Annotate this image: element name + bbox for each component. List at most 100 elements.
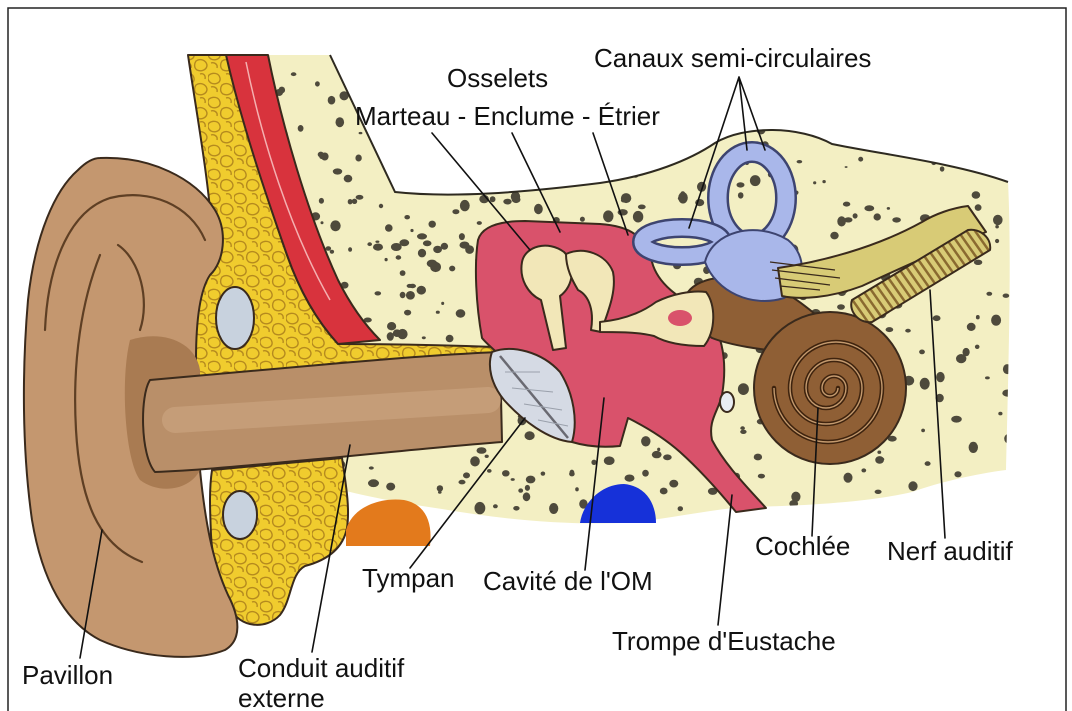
- label-semicircular-canals: Canaux semi-circulaires: [594, 43, 871, 73]
- bone-pore: [518, 488, 523, 492]
- bone-pore: [975, 345, 980, 349]
- bone-pore: [525, 485, 530, 491]
- bone-pore: [460, 200, 470, 211]
- bone-pore: [937, 152, 943, 159]
- bone-pore: [930, 96, 940, 105]
- bone-pore: [738, 383, 749, 395]
- bone-pore: [319, 198, 324, 204]
- bone-pore: [368, 479, 379, 487]
- bone-pore: [525, 431, 535, 440]
- bone-pore: [463, 472, 470, 478]
- bone-pore: [1004, 434, 1013, 444]
- bone-pore: [972, 191, 981, 199]
- bone-pore: [856, 92, 862, 97]
- bone-pore: [877, 451, 881, 454]
- bone-pore: [660, 488, 668, 495]
- bone-pore: [909, 64, 915, 70]
- upper-cartilage-oval: [216, 287, 254, 349]
- bone-pore: [520, 53, 527, 59]
- bone-pore: [457, 519, 460, 522]
- bone-pore: [930, 84, 938, 93]
- bone-pore: [933, 315, 941, 321]
- bone-pore: [711, 79, 714, 82]
- bone-pore: [621, 193, 631, 203]
- bone-pore: [526, 476, 536, 484]
- bone-pore: [1003, 364, 1011, 374]
- bone-pore: [969, 442, 978, 453]
- bone-pore: [892, 217, 901, 222]
- bone-pore: [318, 152, 324, 158]
- bone-pore: [920, 378, 930, 390]
- bone-pore: [441, 302, 444, 305]
- bone-pore: [582, 55, 586, 59]
- bone-pore: [792, 111, 797, 115]
- bone-pore: [968, 492, 978, 502]
- bone-pore: [344, 175, 353, 183]
- bone-pore: [502, 470, 510, 476]
- bone-pore: [699, 121, 703, 124]
- bone-pore: [348, 199, 353, 204]
- bone-pore: [397, 329, 407, 339]
- label-middle-ear-cavity: Cavité de l'OM: [483, 566, 653, 596]
- bone-pore: [966, 106, 974, 111]
- bone-pore: [986, 292, 992, 296]
- bone-pore: [391, 243, 402, 251]
- bone-pore: [740, 426, 745, 430]
- bone-pore: [470, 456, 480, 466]
- bone-pore: [1006, 518, 1012, 524]
- bone-pore: [993, 215, 1003, 225]
- bone-pore: [988, 75, 995, 82]
- bone-pore: [417, 286, 426, 295]
- bone-pore: [874, 213, 881, 220]
- bone-pore: [400, 270, 406, 276]
- bone-pore: [925, 461, 931, 466]
- bone-pore: [603, 210, 613, 222]
- bone-pore: [846, 83, 855, 89]
- bone-pore: [864, 205, 874, 211]
- bone-pore: [422, 336, 426, 339]
- bone-pore: [348, 247, 352, 252]
- bone-pore: [511, 478, 515, 481]
- bone-pore: [373, 244, 383, 251]
- bone-pore: [995, 225, 999, 228]
- bone-pore: [404, 215, 410, 219]
- bone-pore: [433, 246, 442, 253]
- bone-pore: [464, 151, 470, 156]
- bone-pore: [359, 132, 363, 134]
- bone-pore: [472, 137, 476, 140]
- bone-pore: [387, 332, 394, 341]
- bone-pore: [873, 79, 876, 83]
- label-eustachian-tube: Trompe d'Eustache: [612, 626, 836, 656]
- bone-pore: [919, 350, 925, 355]
- bone-pore: [659, 155, 662, 158]
- bone-pore: [575, 487, 579, 491]
- bone-pore: [452, 209, 459, 214]
- bone-pore: [630, 174, 634, 176]
- bone-pore: [612, 168, 619, 175]
- bone-pore: [484, 185, 491, 191]
- bone-pore: [485, 455, 489, 458]
- bone-pore: [721, 111, 724, 113]
- bone-pore: [676, 152, 683, 159]
- bone-pore: [678, 89, 689, 101]
- bone-pore: [382, 67, 387, 73]
- bone-pore: [522, 175, 531, 184]
- bone-pore: [875, 111, 886, 123]
- bone-pore: [511, 192, 520, 202]
- bone-pore: [315, 81, 320, 86]
- bone-pore: [534, 204, 543, 214]
- bone-pore: [375, 241, 379, 243]
- bone-pore: [437, 485, 443, 491]
- bone-pore: [511, 178, 522, 189]
- bone-pore: [663, 454, 672, 460]
- bone-pore: [974, 260, 982, 265]
- bone-pore: [427, 260, 438, 268]
- bone-pore: [570, 470, 575, 476]
- bone-pore: [892, 62, 898, 66]
- bone-pore: [773, 77, 780, 83]
- bone-pore: [993, 131, 1001, 138]
- bone-pore: [436, 311, 440, 314]
- bone-pore: [920, 114, 927, 121]
- bone-pore: [886, 327, 894, 332]
- bone-pore: [604, 456, 615, 465]
